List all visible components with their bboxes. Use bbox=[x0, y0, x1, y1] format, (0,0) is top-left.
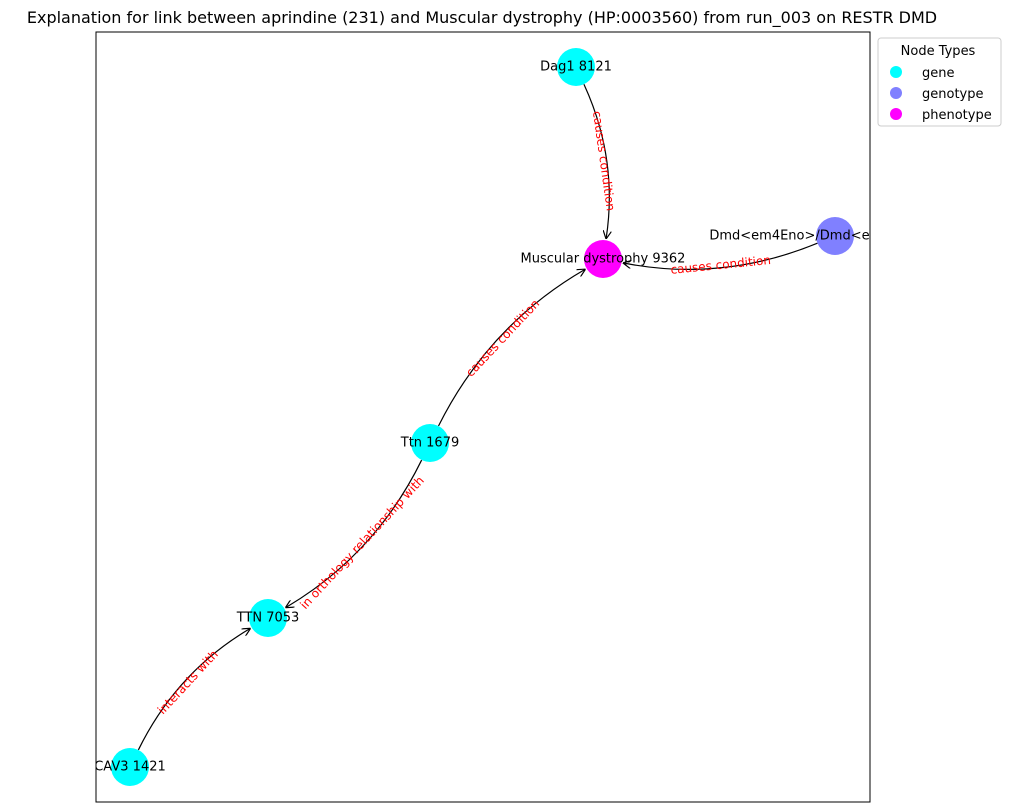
node-dag1 bbox=[557, 48, 595, 86]
node-label-ttn_m: Ttn 1679 bbox=[400, 436, 460, 451]
node-label-cav3: CAV3 1421 bbox=[94, 760, 166, 775]
legend-box bbox=[877, 37, 1002, 127]
diagram-title: Explanation for link between aprindine (… bbox=[27, 8, 937, 28]
edge-dag1-md bbox=[583, 84, 609, 238]
node-ttn_m bbox=[411, 424, 449, 462]
node-label-dag1: Dag1 8121 bbox=[540, 60, 612, 75]
edge-cav3-ttn_h bbox=[137, 629, 250, 751]
node-dmd bbox=[816, 217, 854, 255]
legend-marker-phenotype bbox=[890, 108, 902, 120]
edges-layer bbox=[137, 84, 818, 751]
edge-ttn_m-md bbox=[437, 270, 584, 427]
legend: Node Types gene genotype phenotype bbox=[877, 37, 1002, 127]
node-label-md: Muscular dystrophy 9362 bbox=[521, 252, 686, 267]
legend-label-gene: gene bbox=[922, 66, 955, 81]
edge-ttn_m-ttn_h bbox=[286, 459, 423, 607]
legend-label-genotype: genotype bbox=[922, 87, 983, 102]
nodes-layer bbox=[111, 48, 854, 786]
node-label-dmd: Dmd<em4Eno>/Dmd<em4Eno> [C57 bbox=[709, 229, 960, 244]
node-label-ttn_h: TTN 7053 bbox=[236, 611, 300, 626]
legend-marker-genotype bbox=[890, 87, 902, 99]
legend-title: Node Types bbox=[901, 44, 976, 59]
node-md bbox=[584, 240, 622, 278]
edge-dmd-md bbox=[624, 242, 818, 270]
legend-label-phenotype: phenotype bbox=[922, 108, 992, 123]
plot-frame bbox=[95, 31, 871, 803]
node-ttn_h bbox=[249, 599, 287, 637]
legend-marker-gene bbox=[890, 66, 902, 78]
node-cav3 bbox=[111, 748, 149, 786]
